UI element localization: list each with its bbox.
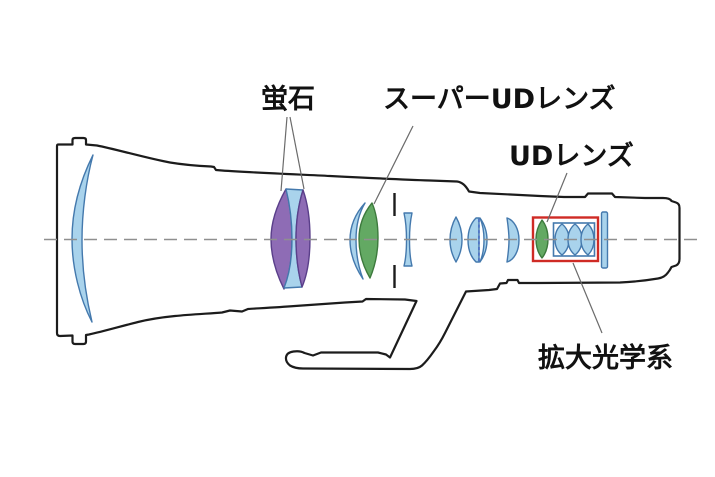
front-meniscus-lens <box>71 154 94 323</box>
super-ud-lens-element <box>358 202 379 279</box>
fluorite-leader-line-2 <box>289 116 305 190</box>
label-fluorite: 蛍石 <box>261 84 315 115</box>
doublet-rear-lens <box>479 217 488 263</box>
fluorite-element-2 <box>295 189 311 288</box>
label-super-ud-lens: スーパーUDレンズ <box>383 83 616 115</box>
magnifying-optics-leader-line <box>572 262 603 334</box>
super-ud-group-meniscus-lens <box>349 202 366 280</box>
super-ud-leader-line <box>373 125 414 205</box>
label-magnifying-optics: 拡大光学系 <box>538 342 673 374</box>
ud-leader-line <box>546 172 568 223</box>
fluorite-leader-line-1 <box>280 116 288 192</box>
label-ud-lens: UDレンズ <box>509 140 634 172</box>
ud-lens-element <box>535 219 549 259</box>
